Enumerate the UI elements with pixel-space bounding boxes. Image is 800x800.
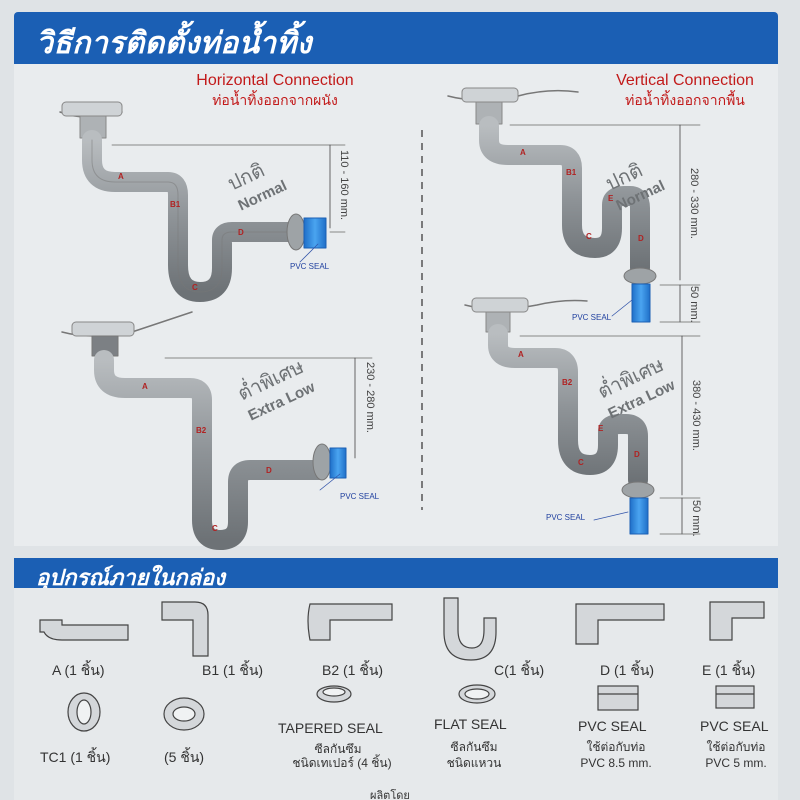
horizontal-title-th: ท่อน้ำทิ้งออกจากผนัง xyxy=(212,92,338,108)
vertical-extralow-pipe xyxy=(464,297,701,535)
horizontal-extralow-pipe xyxy=(61,311,373,550)
pipe-label: D xyxy=(266,466,272,475)
part-pvc-seal-5-label: PVC SEAL xyxy=(700,718,769,734)
pipe-label: E xyxy=(608,194,614,203)
pipe-label: C xyxy=(578,458,584,467)
title-banner: วิธีการติดตั้งท่อน้ำทิ้ง xyxy=(14,12,778,64)
part-pvc-seal-85-sub2: PVC 8.5 mm. xyxy=(580,756,652,770)
contents-banner: อุปกรณ์ภายในกล่อง xyxy=(14,558,778,591)
pipe-label: B1 xyxy=(170,200,181,209)
pipe-label: A xyxy=(142,382,148,391)
part-b1-drawing xyxy=(161,601,209,657)
part-b2-drawing xyxy=(307,603,393,641)
part-tapered-seal-label: TAPERED SEAL xyxy=(278,720,383,736)
installation-panel xyxy=(14,64,778,546)
part-tapered-seal-sub2: ชนิดเทเปอร์ (4 ชิ้น) xyxy=(292,756,392,770)
horizontal-section-title: Horizontal Connection ท่อน้ำทิ้งออกจากผน… xyxy=(180,72,370,112)
vertical-normal-pipe xyxy=(447,87,701,323)
part-e-drawing xyxy=(709,601,765,641)
part-d-label: D (1 ชิ้น) xyxy=(600,662,655,678)
horizontal-normal-seal-note: PVC SEAL xyxy=(290,262,330,271)
part-pvc-seal-85-label: PVC SEAL xyxy=(578,718,647,734)
part-pvc-seal-5-drawing xyxy=(715,685,755,709)
horizontal-title-en: Horizontal Connection xyxy=(196,72,354,89)
pipe-label: D xyxy=(238,228,244,237)
pipe-label: A xyxy=(118,172,124,181)
pipe-label: C xyxy=(192,283,198,292)
part-nut-label: (5 ชิ้น) xyxy=(164,749,205,765)
pipe-label: D xyxy=(634,450,640,459)
pipe-label: D xyxy=(638,234,644,243)
pipe-label: B2 xyxy=(196,426,207,435)
vertical-extralow-seal-note: PVC SEAL xyxy=(546,513,586,522)
part-pvc-seal-85-drawing xyxy=(597,685,639,711)
part-c-drawing xyxy=(443,597,497,661)
pipe-label: B1 xyxy=(566,168,577,177)
part-pvc-seal-5-sub2: PVC 5 mm. xyxy=(705,756,767,770)
part-pvc-seal-5-sub1: ใช้ต่อกับท่อ xyxy=(706,740,766,754)
vertical-normal-seal-note: PVC SEAL xyxy=(572,313,612,322)
part-a-label: A (1 ชิ้น) xyxy=(52,662,105,678)
part-a-drawing xyxy=(39,619,129,641)
pipe-label: A xyxy=(518,350,524,359)
contents-panel xyxy=(14,588,778,800)
part-flat-seal-sub2: ชนิดแหวน xyxy=(446,756,502,770)
part-c-label: C(1 ชิ้น) xyxy=(494,662,545,678)
part-d-drawing xyxy=(575,603,665,645)
part-tapered-seal-sub1: ซีลกันซึม xyxy=(314,742,362,756)
part-flat-seal-label: FLAT SEAL xyxy=(434,716,507,732)
part-b1-label: B1 (1 ชิ้น) xyxy=(202,662,264,678)
page-title: วิธีการติดตั้งท่อน้ำทิ้ง xyxy=(36,26,312,61)
vertical-title-th: ท่อน้ำทิ้งออกจากพื้น xyxy=(625,92,745,108)
pipe-label: E xyxy=(598,424,604,433)
part-flat-seal-sub1: ซีลกันซึม xyxy=(450,740,498,754)
pipe-label: C xyxy=(586,232,592,241)
part-e-label: E (1 ชิ้น) xyxy=(702,662,756,678)
pipe-label: B2 xyxy=(562,378,573,387)
horizontal-extralow-seal-note: PVC SEAL xyxy=(340,492,380,501)
part-pvc-seal-85-sub1: ใช้ต่อกับท่อ xyxy=(586,740,646,754)
part-tc1-label: TC1 (1 ชิ้น) xyxy=(40,749,111,765)
footer-text: ผลิตโดย xyxy=(370,789,410,800)
vertical-title-en: Vertical Connection xyxy=(616,72,754,89)
pipe-label: C xyxy=(212,524,218,533)
part-b2-label: B2 (1 ชิ้น) xyxy=(322,662,384,678)
horizontal-normal-pipe xyxy=(59,101,346,302)
contents-title: อุปกรณ์ภายในกล่อง xyxy=(36,566,226,591)
vertical-section-title: Vertical Connection ท่อน้ำทิ้งออกจากพื้น xyxy=(592,72,778,112)
pipe-label: A xyxy=(520,148,526,157)
